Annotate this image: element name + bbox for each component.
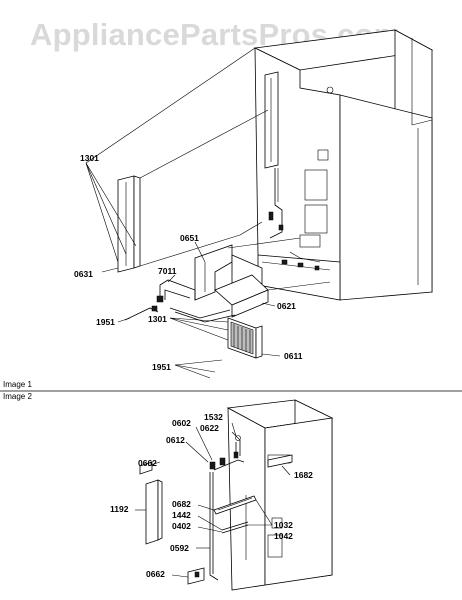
- image1-refrigerator-cabinet: [253, 29, 434, 301]
- part-7011-harness: [156, 279, 236, 323]
- part-0402-bracket: [221, 521, 249, 534]
- label-0651: 0651: [180, 233, 199, 243]
- label-1301-mid: 1301: [148, 314, 167, 324]
- section-label-image1: Image 1: [3, 380, 32, 389]
- label-0662-top: 0662: [138, 458, 157, 468]
- label-0402: 0402: [172, 521, 191, 531]
- label-0611: 0611: [284, 351, 303, 361]
- label-0631: 0631: [74, 269, 93, 279]
- label-1301-top: 1301: [80, 153, 99, 163]
- label-0621: 0621: [277, 301, 296, 311]
- part-0662-clip-bottom: [187, 567, 205, 585]
- label-0602: 0602: [172, 418, 191, 428]
- part-0592-wiring: [209, 472, 219, 581]
- part-1951-wire: [124, 305, 159, 321]
- part-0631-panel: [117, 175, 141, 273]
- label-0592: 0592: [170, 543, 189, 553]
- section-label-image2: Image 2: [3, 392, 32, 401]
- label-1042: 1042: [274, 531, 293, 541]
- label-0682: 0682: [172, 499, 191, 509]
- part-1192-panel: [145, 479, 163, 545]
- part-0662-clip-top: [139, 461, 153, 475]
- image2-refrigerator-cabinet: [226, 399, 334, 591]
- part-1682-strip: [267, 454, 293, 468]
- label-1532: 1532: [204, 412, 223, 422]
- part-0611-grille: [227, 317, 263, 359]
- label-7011: 7011: [158, 266, 177, 276]
- label-1951-bottom: 1951: [152, 362, 171, 372]
- label-1442: 1442: [172, 510, 191, 520]
- label-1032: 1032: [274, 520, 293, 530]
- label-0612: 0612: [166, 435, 185, 445]
- label-1192: 1192: [110, 504, 129, 514]
- label-0662-bottom: 0662: [146, 569, 165, 579]
- label-1951-left: 1951: [96, 317, 115, 327]
- image2-leader-lines: [135, 422, 291, 578]
- label-0622: 0622: [200, 423, 219, 433]
- label-1682: 1682: [294, 470, 313, 480]
- part-0612-top-assembly: [209, 435, 245, 471]
- image1-leader-lines: [85, 47, 331, 379]
- part-0621-cover: [214, 274, 269, 318]
